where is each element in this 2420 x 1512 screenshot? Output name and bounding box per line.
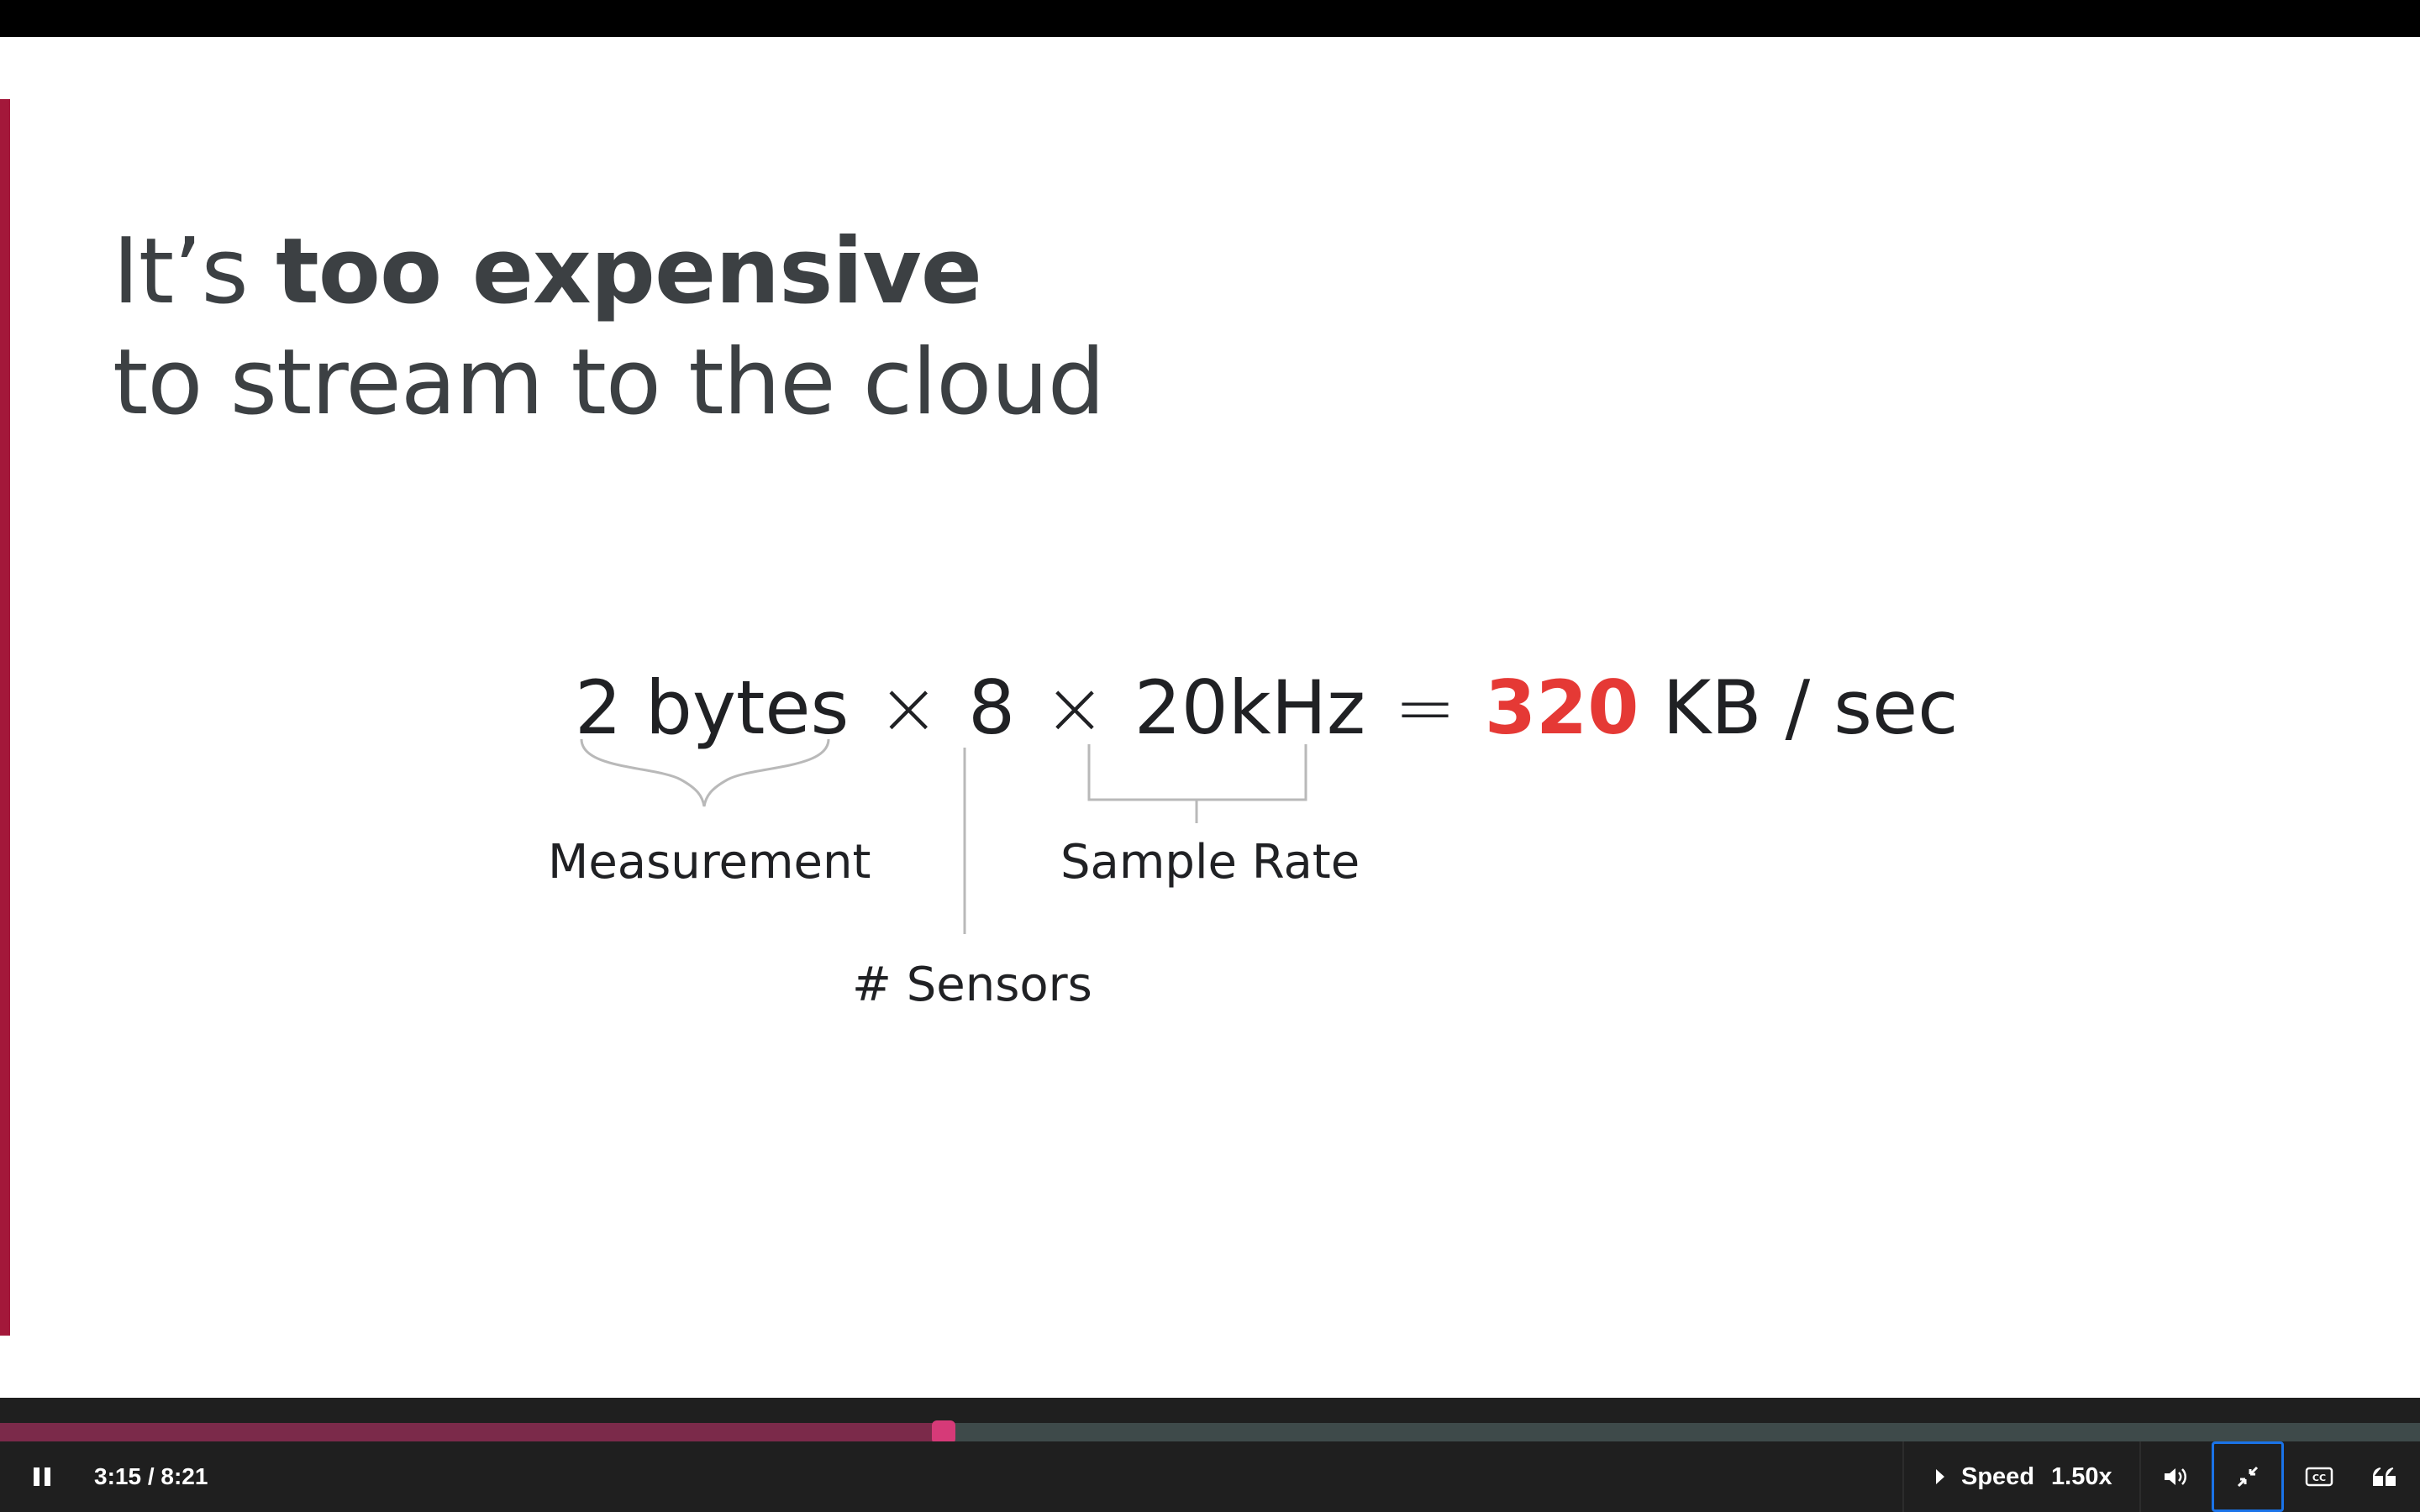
- exit-fullscreen-button[interactable]: [2212, 1441, 2284, 1512]
- quote-icon: [2373, 1467, 2396, 1486]
- transcript-button[interactable]: [2354, 1441, 2415, 1512]
- equation-term-sensors: 8: [968, 664, 1016, 751]
- exit-fullscreen-icon: [2237, 1466, 2259, 1488]
- progress-handle[interactable]: [932, 1420, 956, 1444]
- multiply-sign-1: ×: [877, 664, 940, 751]
- multiply-sign-2: ×: [1044, 664, 1106, 751]
- top-letterbox: [0, 0, 2420, 37]
- label-sample-rate: Sample Rate: [1060, 835, 1360, 890]
- video-slide[interactable]: It’s too expensive to stream to the clou…: [0, 37, 2420, 1398]
- progress-bar[interactable]: [0, 1420, 2420, 1444]
- speed-button[interactable]: Speed 1.50x: [1902, 1441, 2141, 1512]
- label-measurement: Measurement: [548, 835, 871, 890]
- captions-button[interactable]: CC: [2286, 1441, 2353, 1512]
- sample-rate-bracket: [1087, 744, 1307, 823]
- volume-button[interactable]: [2143, 1441, 2210, 1512]
- video-controls: 3:15 / 8:21 Speed 1.50x CC: [0, 1398, 2420, 1512]
- time-display: 3:15 / 8:21: [94, 1463, 208, 1489]
- control-bar: 3:15 / 8:21 Speed 1.50x CC: [0, 1441, 2420, 1512]
- title-prefix: It’s: [113, 219, 276, 324]
- speed-value: 1.50x: [2051, 1462, 2112, 1490]
- equation: 2 bytes × 8 × 20kHz = 320 KB / sec: [575, 662, 1959, 754]
- label-sensors: # Sensors: [852, 958, 1092, 1012]
- equation-term-measurement: 2 bytes: [575, 664, 850, 751]
- equation-result-unit: KB / sec: [1662, 664, 1959, 751]
- title-emphasis: too expensive: [276, 219, 982, 324]
- equation-term-sample-rate: 20kHz: [1134, 664, 1366, 751]
- equation-result-value: 320: [1484, 664, 1639, 751]
- equals-sign: =: [1394, 664, 1456, 751]
- svg-text:CC: CC: [2312, 1473, 2326, 1483]
- title-line-2: to stream to the cloud: [113, 330, 1105, 435]
- volume-icon: [2165, 1468, 2186, 1485]
- slide-title: It’s too expensive to stream to the clou…: [113, 217, 1105, 438]
- title-line-1: It’s too expensive: [113, 217, 1104, 328]
- caret-right-icon: [1936, 1469, 1944, 1484]
- progress-played: [0, 1423, 944, 1441]
- slide-accent-bar: [0, 99, 10, 1336]
- speed-label: Speed: [1961, 1462, 2035, 1490]
- cc-icon: CC: [2305, 1467, 2333, 1487]
- pause-icon: [34, 1467, 50, 1486]
- play-pause-button[interactable]: [15, 1441, 69, 1512]
